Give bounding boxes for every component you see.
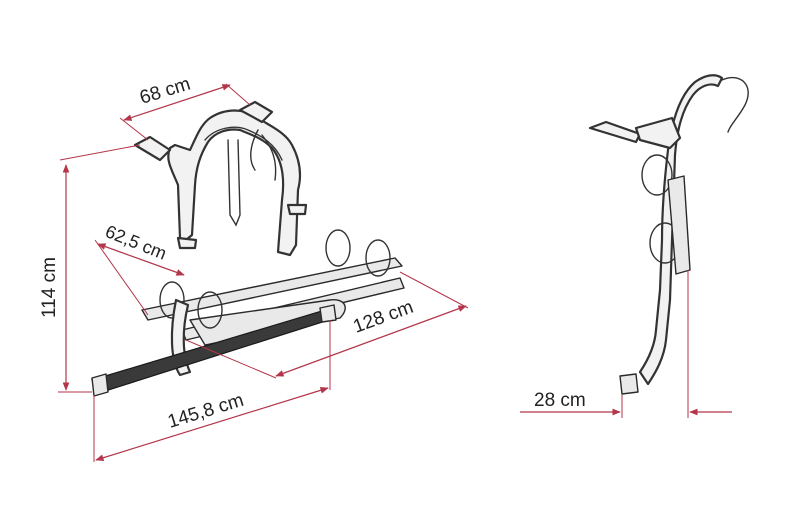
label-rail-length: 128 cm — [351, 297, 417, 338]
side-top-bracket — [588, 120, 642, 144]
dim-line-68 — [123, 84, 231, 121]
side-foot — [619, 373, 639, 395]
wheel-rail-back — [141, 257, 403, 321]
side-wheel-hoop-upper — [641, 154, 673, 196]
strap-right — [250, 129, 277, 181]
wheel-hoop-1 — [159, 281, 185, 319]
dim-line-62-5 — [97, 243, 185, 276]
label-height: 114 cm — [39, 257, 60, 318]
dim-line-128 — [275, 305, 467, 377]
wheel-hoop-2 — [197, 291, 223, 329]
dimension-lines — [58, 83, 732, 462]
bottom-bar-end — [319, 304, 337, 323]
side-rail-block — [667, 175, 691, 275]
wheel-hoop-4 — [365, 239, 391, 277]
label-depth: 28 cm — [534, 390, 586, 411]
hook-left — [176, 236, 198, 250]
top-bracket-left — [133, 135, 172, 162]
bottom-bar-cap — [91, 373, 109, 397]
rack-front-view — [90, 100, 405, 397]
label-width-top: 68 cm — [137, 74, 193, 109]
wheel-hoop-3 — [325, 229, 351, 267]
rack-side-view — [588, 74, 749, 395]
rack-frame-tube — [167, 109, 302, 257]
hook-right — [286, 203, 308, 216]
side-upper-clamp — [634, 116, 682, 150]
dim-line-145-8 — [95, 387, 329, 461]
strap-left — [227, 139, 241, 227]
side-cable — [721, 77, 749, 133]
rack-inner-tube — [204, 126, 283, 161]
